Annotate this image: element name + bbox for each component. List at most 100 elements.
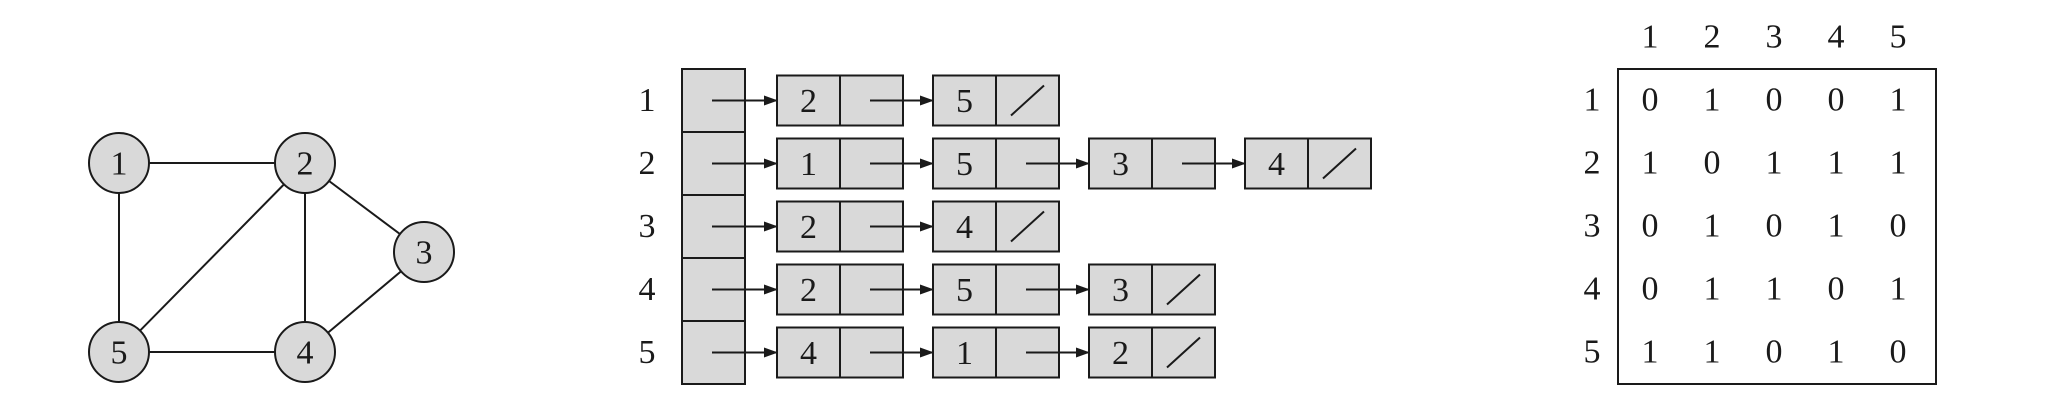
matrix-cell: 1: [1828, 334, 1845, 371]
matrix-cell: 1: [1890, 271, 1907, 308]
matrix-cell: 0: [1890, 208, 1907, 245]
matrix-cell: 0: [1642, 208, 1659, 245]
list-node: 3: [1088, 263, 1216, 316]
list-row-1: 1 2 5: [639, 74, 1060, 127]
graph-vertex-2: 2: [274, 132, 336, 194]
matrix-cell: 1: [1890, 145, 1907, 182]
node-key: 5: [956, 146, 973, 183]
matrix-row-1: 0 1 0 0 1: [1642, 82, 1907, 119]
matrix-row-label: 4: [1584, 271, 1601, 308]
vertex-circle: [88, 132, 150, 194]
matrix-cell: 1: [1766, 145, 1783, 182]
matrix-col-label: 3: [1766, 19, 1783, 56]
graph-vertex-5: 5: [88, 321, 150, 383]
vertex-label: 5: [111, 335, 128, 372]
list-row-label: 5: [639, 334, 656, 371]
vertex-circle: [274, 132, 336, 194]
matrix-row-label: 3: [1584, 208, 1601, 245]
matrix-cell: 0: [1766, 334, 1783, 371]
node-key: 3: [1112, 146, 1129, 183]
vertex-circle: [88, 321, 150, 383]
vertex-circle: [393, 221, 455, 283]
graph-vertex-4: 4: [274, 321, 336, 383]
vertex-label: 2: [297, 146, 314, 183]
list-node: 5: [932, 263, 1090, 316]
matrix-cell: 0: [1766, 208, 1783, 245]
node-key: 2: [800, 83, 817, 120]
list-row-label: 4: [639, 271, 656, 308]
vertex-label: 3: [416, 235, 433, 272]
matrix-cell: 1: [1704, 271, 1721, 308]
list-node: 2: [776, 263, 934, 316]
node-key: 2: [800, 272, 817, 309]
matrix-border: [1617, 68, 1937, 385]
list-node: 5: [932, 137, 1090, 190]
list-node: 1: [932, 326, 1090, 379]
list-node: 3: [1088, 137, 1246, 190]
null-pointer-slash: [1166, 336, 1201, 369]
node-key: 3: [1112, 272, 1129, 309]
list-node: 4: [1244, 137, 1372, 190]
graph-vertex-1: 1: [88, 132, 150, 194]
null-pointer-slash: [1010, 84, 1045, 117]
node-key: 4: [800, 335, 817, 372]
node-key: 5: [956, 83, 973, 120]
matrix-cell: 0: [1766, 82, 1783, 119]
graph-vertex-3: 3: [393, 221, 455, 283]
matrix-cell: 1: [1642, 145, 1659, 182]
matrix-cell: 1: [1704, 82, 1721, 119]
matrix-row-4: 0 1 1 0 1: [1642, 271, 1907, 308]
matrix-cell: 1: [1890, 82, 1907, 119]
vertex-label: 4: [297, 335, 314, 372]
matrix-row-label: 5: [1584, 334, 1601, 371]
undirected-graph: 1 2 3 4 5: [88, 132, 455, 383]
matrix-row-5: 1 1 0 1 0: [1642, 334, 1907, 371]
matrix-row-3: 0 1 0 1 0: [1642, 208, 1907, 245]
matrix-cell: 1: [1828, 208, 1845, 245]
list-row-label: 1: [639, 82, 656, 119]
matrix-cell: 1: [1766, 271, 1783, 308]
list-node: 4: [932, 200, 1060, 253]
list-node: 1: [776, 137, 934, 190]
matrix-cell: 1: [1642, 334, 1659, 371]
list-row-5: 5 4 1 2: [639, 320, 1216, 379]
list-row-label: 3: [639, 208, 656, 245]
null-pointer-slash: [1166, 273, 1201, 306]
matrix-col-label: 5: [1890, 19, 1907, 56]
vertex-label: 1: [111, 146, 128, 183]
matrix-row-2: 1 0 1 1 1: [1642, 145, 1907, 182]
list-row-4: 4 2 5 3: [639, 257, 1216, 316]
node-key: 1: [956, 335, 973, 372]
matrix-col-label: 1: [1642, 19, 1659, 56]
list-node: 4: [776, 326, 934, 379]
matrix-cell: 1: [1704, 208, 1721, 245]
list-node: 2: [776, 74, 934, 127]
list-node: 2: [776, 200, 934, 253]
node-key: 4: [1268, 146, 1285, 183]
list-row-2: 2 1 5 3 4: [639, 131, 1372, 190]
list-node: 2: [1088, 326, 1216, 379]
graph-edge-2-5: [118, 162, 306, 353]
matrix-cell: 1: [1704, 334, 1721, 371]
list-row-label: 2: [639, 145, 656, 182]
node-key: 1: [800, 146, 817, 183]
node-key: 2: [800, 209, 817, 246]
null-pointer-slash: [1010, 210, 1045, 243]
matrix-cell: 1: [1828, 145, 1845, 182]
node-key: 2: [1112, 335, 1129, 372]
adjacency-list: 1 2 5 2 1 5 3 4 3 2 4 4 2 5 3 5 4 1 2: [639, 68, 1372, 385]
matrix-cell: 0: [1642, 82, 1659, 119]
matrix-cell: 0: [1828, 82, 1845, 119]
matrix-cell: 0: [1890, 334, 1907, 371]
list-row-3: 3 2 4: [639, 194, 1060, 253]
matrix-cell: 0: [1704, 145, 1721, 182]
node-key: 5: [956, 272, 973, 309]
matrix-row-label: 1: [1584, 82, 1601, 119]
matrix-col-label: 4: [1828, 19, 1845, 56]
matrix-cell: 0: [1642, 271, 1659, 308]
matrix-cell: 0: [1828, 271, 1845, 308]
vertex-circle: [274, 321, 336, 383]
list-node: 5: [932, 74, 1060, 127]
